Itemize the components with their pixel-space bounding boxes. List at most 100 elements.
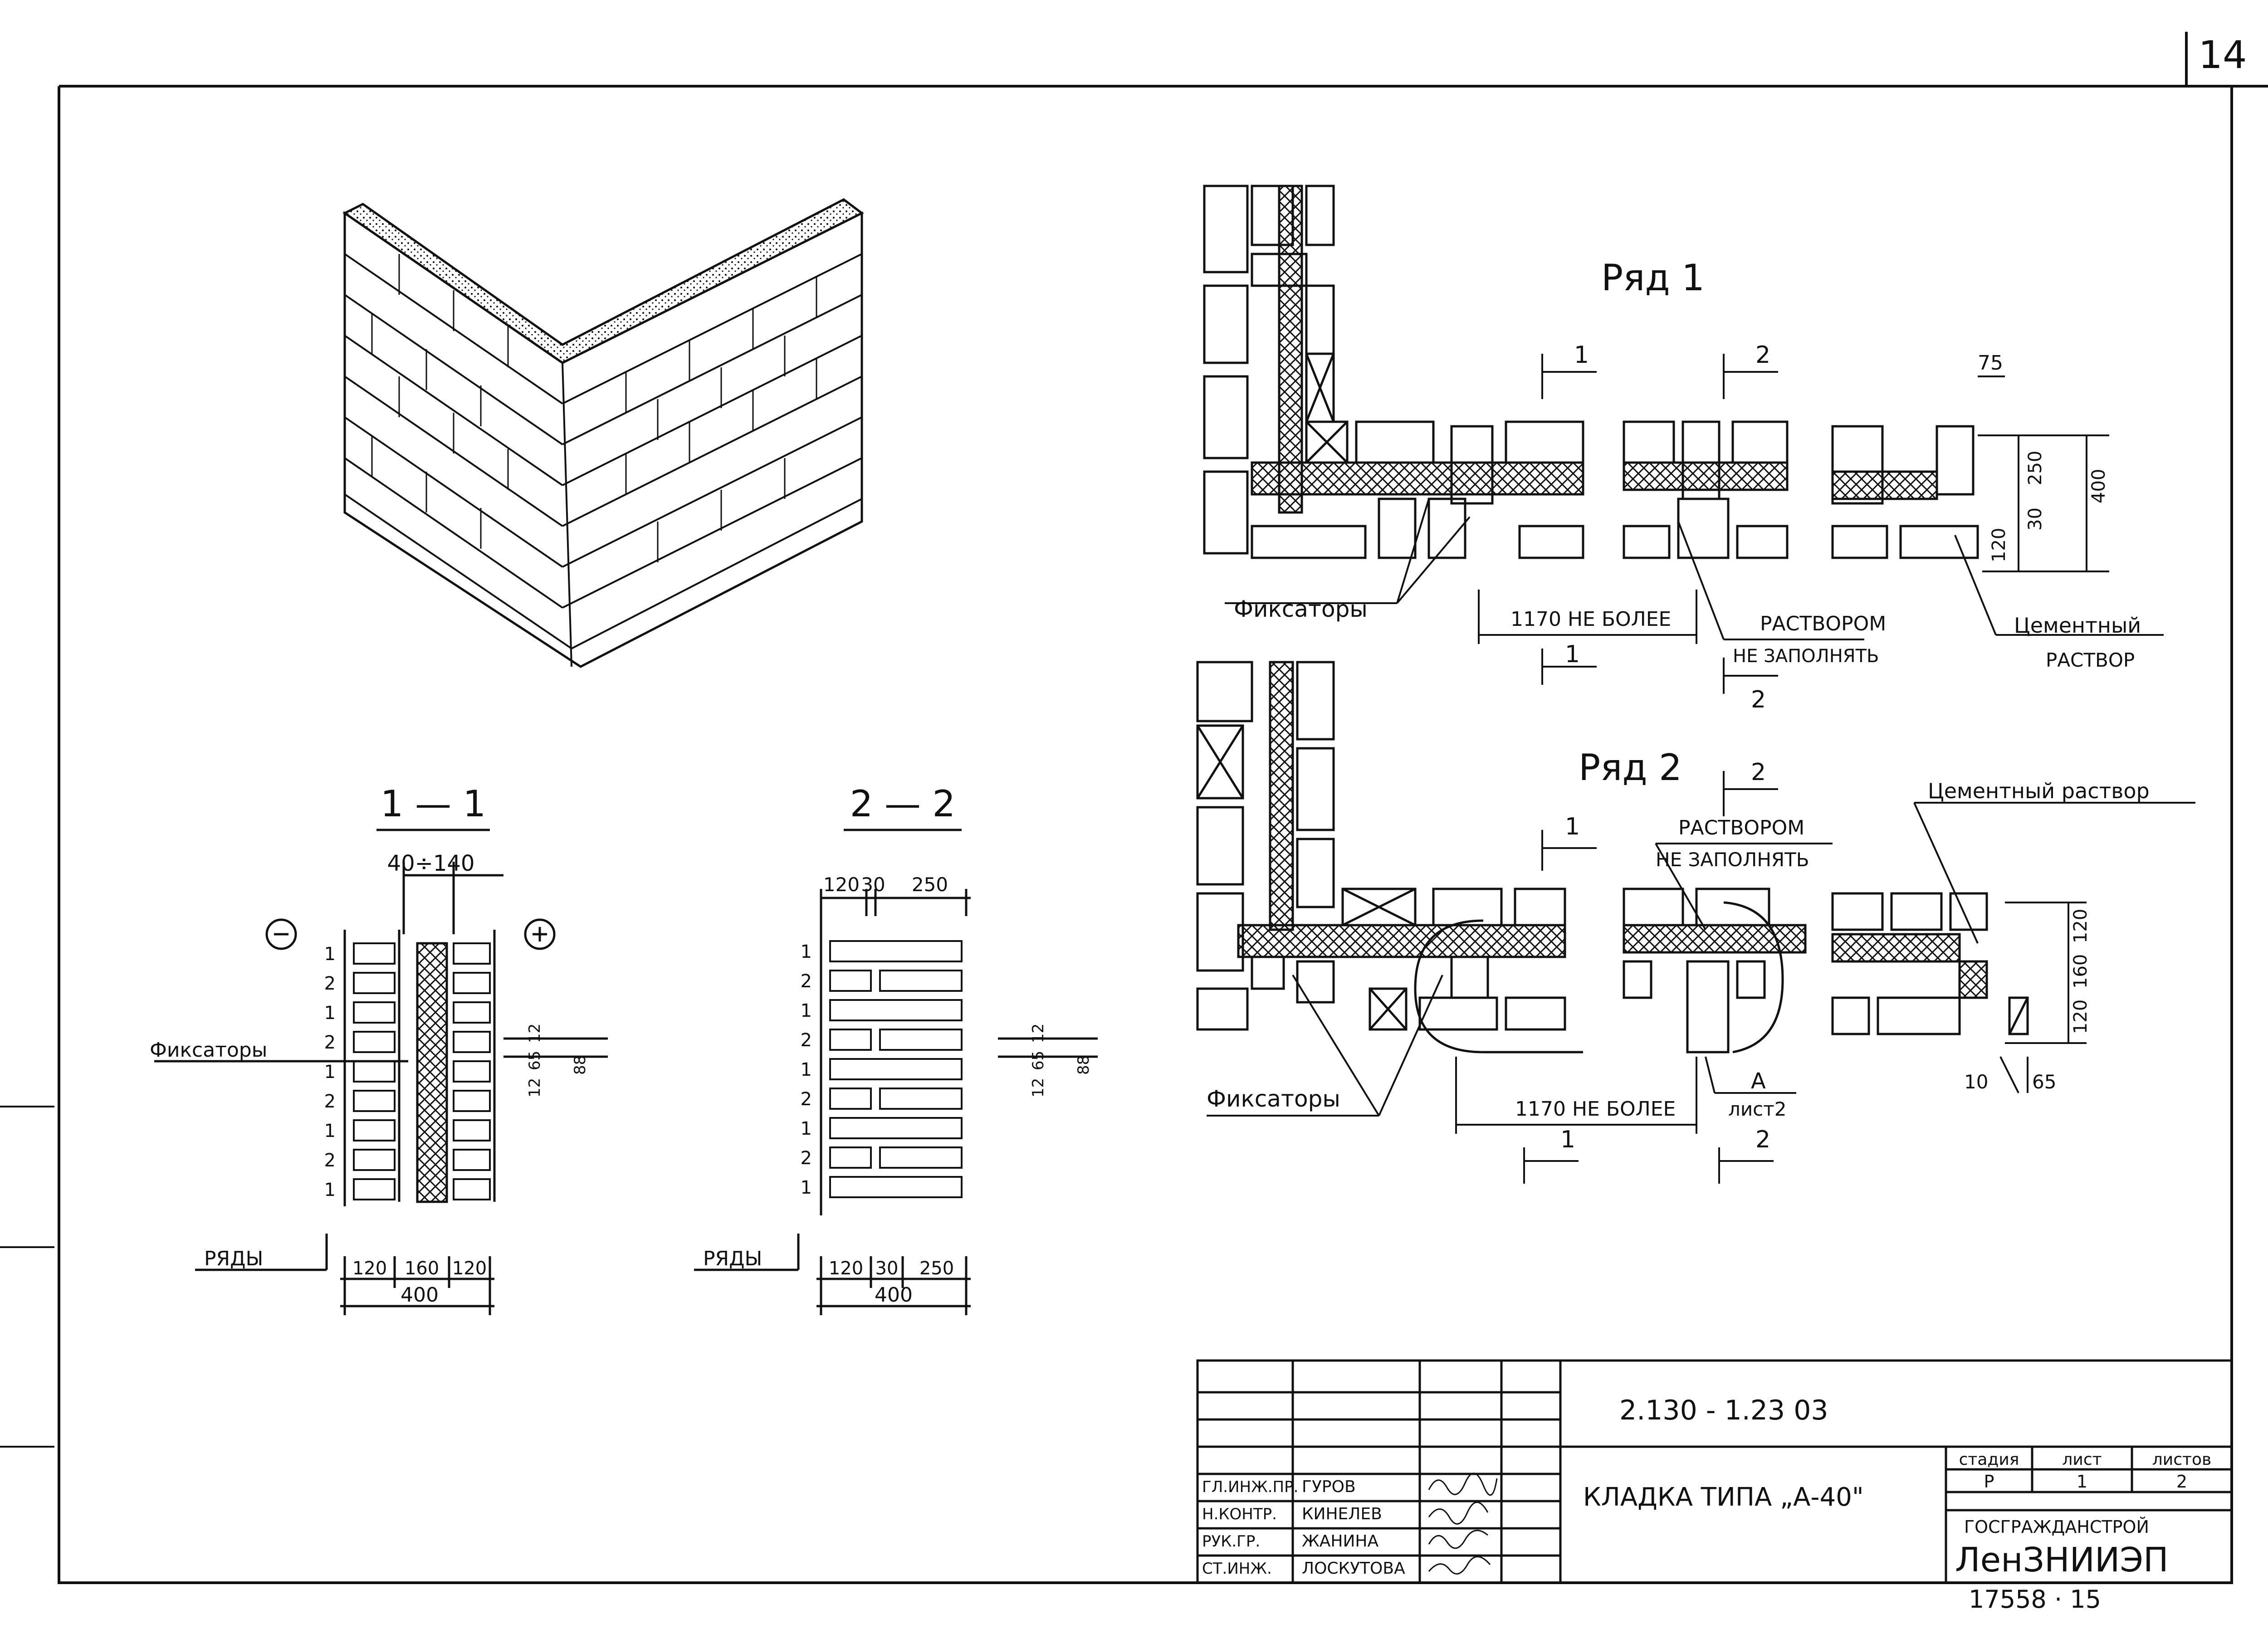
section-2-2-rows-label: РЯДЫ bbox=[703, 1247, 762, 1270]
title-block-text: 2.130 - 1.23 03 КЛАДКА ТИПА „А-40" стади… bbox=[1202, 1395, 2211, 1580]
sheets-header: листов bbox=[2152, 1450, 2211, 1469]
row2-dim10: 10 bbox=[1964, 1071, 1988, 1093]
section-2-2 bbox=[694, 829, 1098, 1315]
staff-role-2: Н.КОНТР. bbox=[1202, 1505, 1277, 1523]
section-1-1-gap: 40÷140 bbox=[387, 851, 475, 876]
section-1-1-bricks bbox=[353, 942, 491, 1200]
row1-title: Ряд 1 bbox=[1601, 257, 1705, 299]
row2-no-mortar-1: РАСТВОРОМ bbox=[1678, 816, 1804, 839]
staff-name-1: ГУРОВ bbox=[1302, 1478, 1356, 1496]
section-2-2-row-3: 1 bbox=[801, 1000, 812, 1021]
row1-dim75: 75 bbox=[1978, 351, 2003, 375]
row1-annotations bbox=[1225, 354, 2164, 694]
section-1-1-total: 400 bbox=[401, 1283, 439, 1307]
row1-labels: Ряд 1 1 2 75 250 30 400 120 Фиксаторы 11… bbox=[1234, 257, 2141, 713]
row2-ref-sheet: лист2 bbox=[1728, 1098, 1786, 1120]
section-1-1-dim-160: 160 bbox=[405, 1258, 439, 1279]
row2-dim120a: 120 bbox=[2070, 909, 2091, 943]
signature-3 bbox=[1428, 1530, 1488, 1549]
section-2-2-dim-d: 88 bbox=[1075, 1055, 1093, 1075]
section-1-1-row-2: 2 bbox=[324, 973, 336, 994]
row2-labels: Ряд 2 2 1 РАСТВОРОМ НЕ ЗАПОЛНЯТЬ Цементн… bbox=[1207, 746, 2150, 1153]
section-1-1 bbox=[154, 829, 608, 1315]
section-2-2-title: 2 — 2 bbox=[850, 783, 956, 825]
staff-name-2: КИНЕЛЕВ bbox=[1302, 1505, 1382, 1523]
section-1-1-row-5: 1 bbox=[324, 1062, 336, 1083]
row2-cut1-bottom: 1 bbox=[1560, 1126, 1575, 1153]
signatures bbox=[1428, 1473, 1498, 1575]
row2-plan bbox=[1196, 661, 2029, 1054]
section-2-2-dim-b: 65 bbox=[1029, 1051, 1047, 1070]
section-1-1-row-6: 2 bbox=[324, 1091, 336, 1112]
drawing-code: 2.130 - 1.23 03 bbox=[1619, 1395, 1828, 1426]
section-2-2-row-9: 1 bbox=[801, 1177, 812, 1198]
section-2-2-dim-bottom-120: 120 bbox=[829, 1258, 863, 1279]
section-2-2-row-4: 2 bbox=[801, 1030, 812, 1051]
section-2-2-dim-top-250: 250 bbox=[912, 873, 948, 896]
section-2-2-row-5: 1 bbox=[801, 1059, 812, 1080]
section-2-2-dim-top-120: 120 bbox=[823, 873, 860, 896]
row2-ref-letter: А bbox=[1751, 1068, 1766, 1094]
section-1-1-row-3: 1 bbox=[324, 1003, 336, 1024]
section-2-2-total: 400 bbox=[875, 1283, 913, 1307]
row1-dim250: 250 bbox=[2025, 451, 2046, 485]
section-2-2-row-8: 2 bbox=[801, 1148, 812, 1169]
row1-spacing-dim: 1170 НЕ БОЛЕЕ bbox=[1510, 608, 1671, 631]
section-2-2-dim-a: 12 bbox=[1029, 1078, 1047, 1097]
row2-cement-label: Цементный раствор bbox=[1928, 779, 2150, 803]
signature-2 bbox=[1428, 1502, 1489, 1525]
section-2-2-row-6: 2 bbox=[801, 1089, 812, 1110]
section-2-2-row-2: 2 bbox=[801, 971, 812, 992]
section-1-1-dim-a: 12 bbox=[526, 1078, 544, 1097]
signature-4 bbox=[1428, 1556, 1491, 1575]
section-1-1-dim-d: 88 bbox=[571, 1055, 589, 1075]
signature-1 bbox=[1428, 1473, 1498, 1496]
section-1-1-rows-label: РЯДЫ bbox=[204, 1247, 263, 1270]
row1-fixators-label: Фиксаторы bbox=[1234, 596, 1368, 622]
row2-cut1-top: 1 bbox=[1565, 813, 1580, 840]
section-2-2-row-1: 1 bbox=[801, 941, 812, 962]
section-1-1-row-8: 2 bbox=[324, 1150, 336, 1171]
section-1-1-dim-120b: 120 bbox=[452, 1258, 487, 1279]
org-name: ГОСГРАЖДАНСТРОЙ bbox=[1964, 1517, 2149, 1537]
section-1-1-title: 1 — 1 bbox=[381, 783, 486, 825]
staff-name-3: ЖАНИНА bbox=[1302, 1532, 1378, 1551]
org-institute: ЛенЗНИИЭП bbox=[1955, 1541, 2169, 1580]
section-1-1-labels: 1 — 1 40÷140 1 2 1 2 1 2 1 2 1 Фиксаторы… bbox=[150, 783, 589, 1307]
drawing-name: КЛАДКА ТИПА „А-40" bbox=[1583, 1483, 1864, 1512]
staff-role-3: РУК.ГР. bbox=[1202, 1532, 1260, 1551]
section-2-2-labels: 2 — 2 120 30 250 1 2 1 2 1 2 1 2 1 12 65… bbox=[703, 783, 1093, 1307]
row2-cut2-top: 2 bbox=[1751, 759, 1766, 786]
bottom-stamp: 17558 · 15 bbox=[1969, 1585, 2101, 1614]
row2-spacing-dim: 1170 НЕ БОЛЕЕ bbox=[1515, 1097, 1676, 1121]
section-2-2-row-7: 1 bbox=[801, 1118, 812, 1139]
section-1-1-dim-120a: 120 bbox=[352, 1258, 387, 1279]
section-1-1-fixators: Фиксаторы bbox=[150, 1039, 267, 1062]
row1-dim120: 120 bbox=[1989, 528, 2009, 562]
section-1-1-row-1: 1 bbox=[324, 944, 336, 965]
section-2-2-dim-c: 12 bbox=[1029, 1024, 1047, 1043]
row2-title: Ряд 2 bbox=[1579, 746, 1682, 789]
sheets-value: 2 bbox=[2176, 1472, 2187, 1492]
isometric-wall-corner bbox=[342, 198, 864, 668]
row1-cut2-bottom: 2 bbox=[1751, 686, 1766, 713]
stage-value: Р bbox=[1984, 1472, 1994, 1492]
row1-dim30: 30 bbox=[2025, 507, 2046, 531]
corner-number: 14 bbox=[2199, 33, 2247, 77]
row1-cut2: 2 bbox=[1755, 341, 1770, 369]
section-1-1-row-4: 2 bbox=[324, 1032, 336, 1053]
row2-dim65: 65 bbox=[2032, 1071, 2056, 1093]
row2-dim160: 160 bbox=[2070, 954, 2091, 989]
staff-role-1: ГЛ.ИНЖ.ПР. bbox=[1202, 1478, 1298, 1496]
sheet-header: лист bbox=[2062, 1450, 2102, 1469]
section-1-1-row-9: 1 bbox=[324, 1180, 336, 1200]
row1-cut1: 1 bbox=[1574, 341, 1589, 369]
staff-name-4: ЛОСКУТОВА bbox=[1302, 1559, 1405, 1578]
sheet-value: 1 bbox=[2077, 1472, 2087, 1492]
section-1-1-dim-c: 12 bbox=[526, 1024, 544, 1043]
row2-annotations bbox=[1207, 771, 2195, 1184]
section-1-1-row-7: 1 bbox=[324, 1121, 336, 1141]
row2-dim120b: 120 bbox=[2070, 1000, 2091, 1034]
row2-no-mortar-2: НЕ ЗАПОЛНЯТЬ bbox=[1656, 849, 1809, 871]
